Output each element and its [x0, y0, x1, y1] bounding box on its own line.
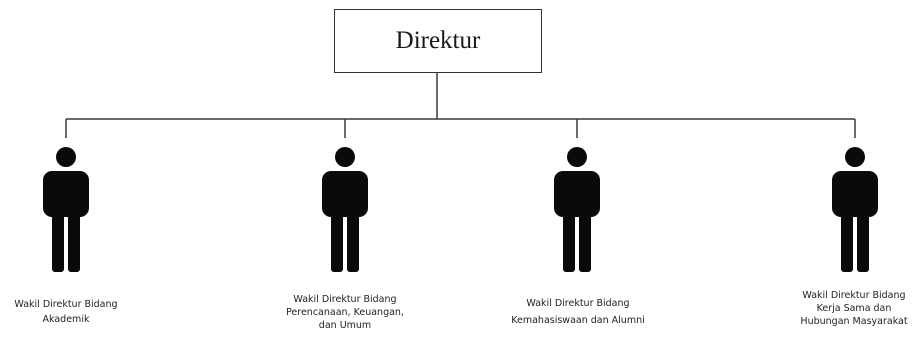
person-icon — [43, 147, 89, 272]
label-line: Kemahasiswaan dan Alumni — [511, 315, 645, 326]
child-label-1: Wakil Direktur Bidang Akademik — [3, 297, 129, 327]
label-line: Kerja Sama dan — [816, 303, 892, 314]
label-line: Akademik — [42, 314, 90, 325]
label-line: dan Umum — [318, 320, 372, 331]
label-line: Hubungan Masyarakat — [800, 316, 908, 327]
person-icon — [832, 147, 878, 272]
label-line: Wakil Direktur Bidang — [802, 290, 906, 301]
label-line: Wakil Direktur Bidang — [293, 294, 397, 305]
child-label-2: Wakil Direktur Bidang Perencanaan, Keuan… — [272, 293, 418, 332]
child-label-4: Wakil Direktur Bidang Kerja Sama dan Hub… — [796, 289, 912, 328]
person-icon — [322, 147, 368, 272]
root-node-box: Direktur — [334, 9, 542, 73]
child-label-3: Wakil Direktur Bidang Kemahasiswaan dan … — [494, 295, 662, 329]
label-line: Perencanaan, Keuangan, — [286, 307, 404, 318]
label-line: Wakil Direktur Bidang — [14, 299, 118, 310]
label-line: Wakil Direktur Bidang — [526, 298, 630, 309]
person-icon — [554, 147, 600, 272]
root-node-title: Direktur — [395, 27, 481, 54]
